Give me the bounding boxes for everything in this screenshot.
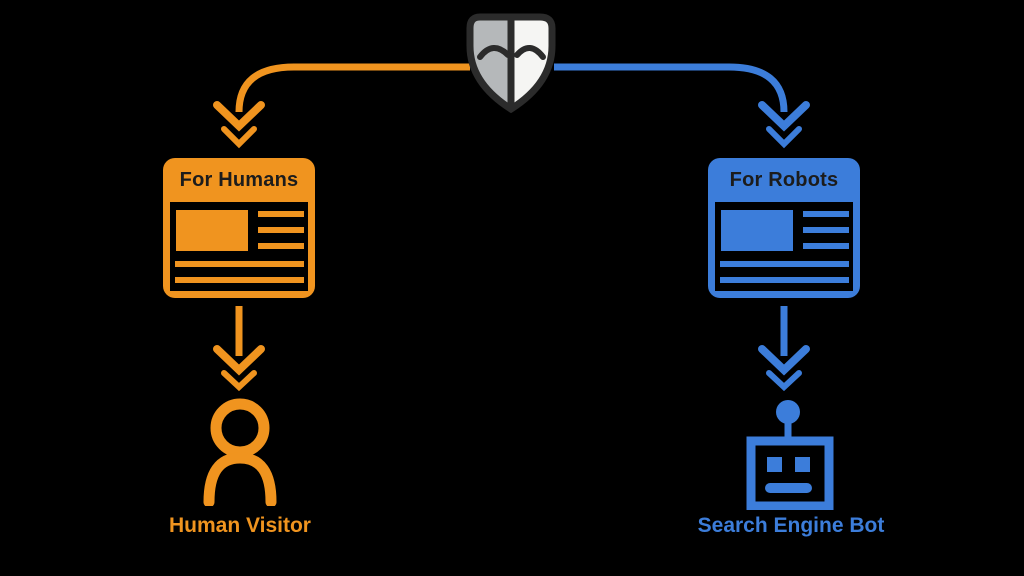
mock-text-line bbox=[720, 261, 849, 267]
search-engine-bot-label: Search Engine Bot bbox=[697, 514, 885, 537]
for-robots-page-mock bbox=[715, 202, 853, 291]
mock-text-line bbox=[803, 243, 849, 249]
mock-text-line bbox=[175, 277, 304, 283]
human-visitor-label: Human Visitor bbox=[169, 514, 311, 537]
for-humans-title: For Humans bbox=[179, 168, 299, 191]
for-robots-title: For Robots bbox=[729, 168, 839, 191]
split-theater-mask-icon bbox=[465, 13, 557, 114]
person-outline-icon bbox=[202, 398, 278, 508]
robot-right-eye bbox=[795, 457, 810, 472]
mask-left-eye bbox=[477, 45, 511, 60]
mock-text-line bbox=[258, 227, 304, 233]
mock-text-line bbox=[803, 211, 849, 217]
for-humans-page-mock bbox=[170, 202, 308, 291]
mock-image-block bbox=[721, 210, 793, 251]
robot-mouth bbox=[765, 483, 812, 493]
arrow-mask-to-robots bbox=[554, 63, 810, 149]
arrow-robots-to-bot bbox=[758, 306, 810, 392]
robot-head-icon bbox=[740, 398, 840, 511]
mock-text-line bbox=[803, 227, 849, 233]
mock-text-line bbox=[258, 243, 304, 249]
for-humans-page-card: For Humans bbox=[163, 158, 315, 298]
robot-antenna-ball bbox=[776, 400, 800, 424]
mock-text-line bbox=[175, 261, 304, 267]
mock-text-line bbox=[258, 211, 304, 217]
robot-left-eye bbox=[767, 457, 782, 472]
mock-image-block bbox=[176, 210, 248, 251]
mock-text-line bbox=[720, 277, 849, 283]
arrow-mask-to-humans bbox=[213, 63, 470, 149]
arrow-humans-to-visitor bbox=[213, 306, 265, 392]
for-robots-page-card: For Robots bbox=[708, 158, 860, 298]
mask-right-eye bbox=[514, 45, 546, 60]
